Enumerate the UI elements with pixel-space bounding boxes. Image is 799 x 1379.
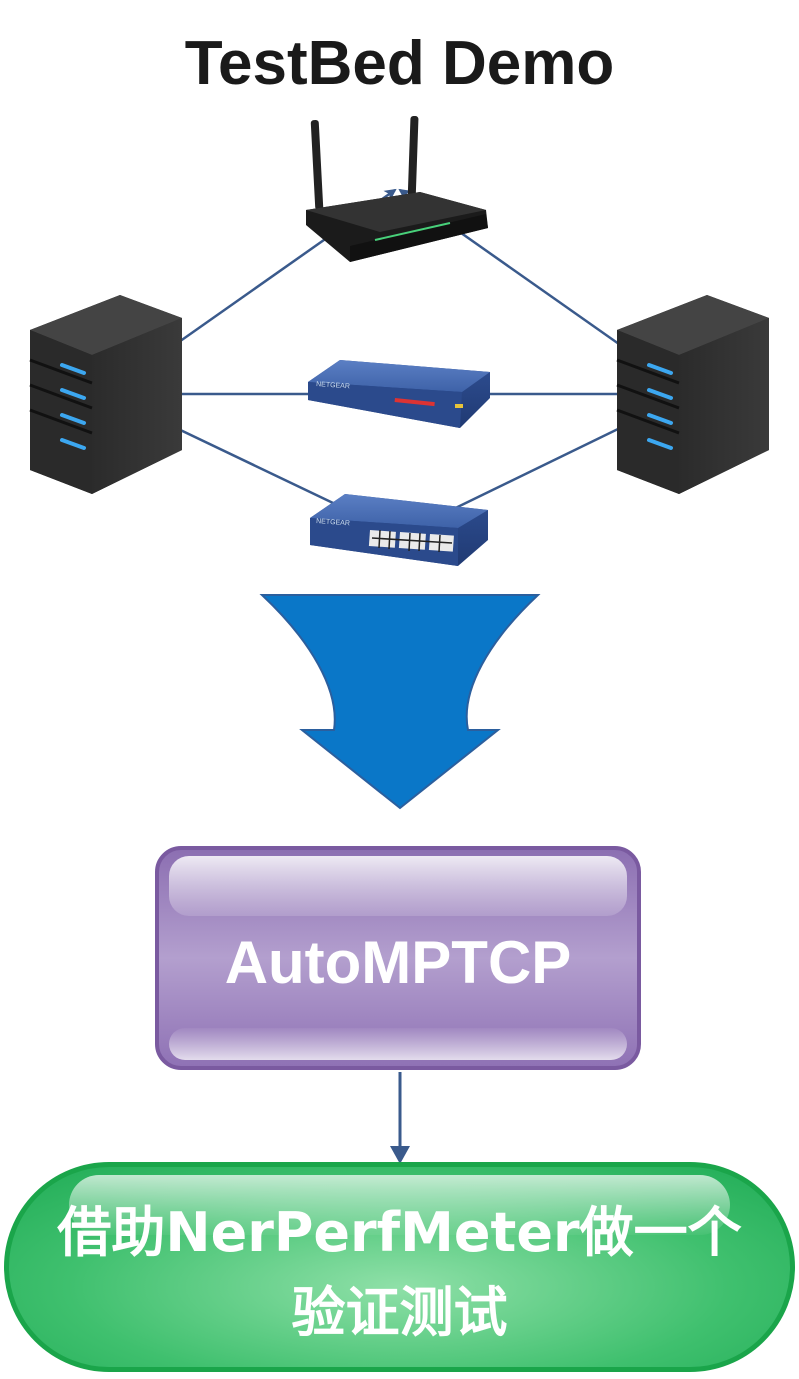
verification-test-line2: 验证测试 — [291, 1281, 508, 1344]
page-title: TestBed Demo — [184, 29, 615, 98]
switch-bottom-brand: NETGEAR — [316, 518, 350, 527]
switch-bottom-icon: NETGEAR — [310, 494, 488, 566]
verification-test-box: 借助NerPerfMeter做一个 验证测试 — [4, 1162, 795, 1372]
switch-top-brand: NETGEAR — [316, 381, 350, 390]
down-arrow-icon — [259, 594, 541, 810]
connector-arrow — [390, 1072, 410, 1164]
automptcp-box: AutoMPTCP — [155, 846, 641, 1070]
switch-top-icon: NETGEAR — [308, 360, 490, 428]
automptcp-label: AutoMPTCP — [224, 929, 572, 996]
router-icon — [306, 115, 488, 262]
verification-test-label: 借助NerPerfMeter做一个 验证测试 — [9, 1193, 790, 1353]
server-left-icon — [29, 295, 182, 494]
server-right-icon — [616, 295, 769, 494]
verification-test-line1: 借助NerPerfMeter做一个 — [57, 1201, 742, 1264]
